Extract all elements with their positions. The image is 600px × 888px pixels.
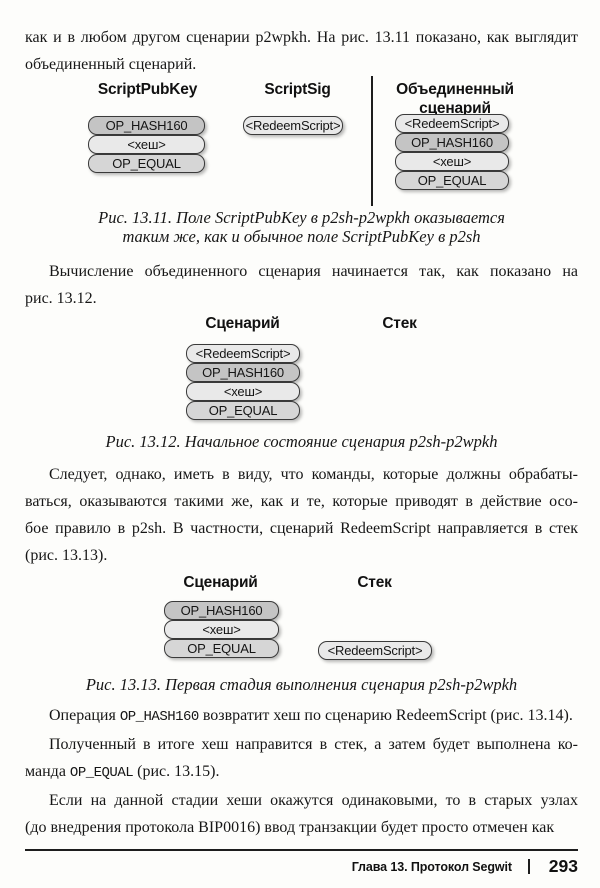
page-footer: Глава 13. Протокол Segwit 293 [0,851,600,877]
inline-code: OP_EQUAL [69,765,134,781]
figure-13-13: Сценарий Стек OP_HASH160<хеш>OP_EQUAL <R… [0,573,600,665]
figure-13-13-caption: Рис. 13.13. Первая стадия выполнения сце… [25,675,578,694]
text-segment: Рис. 13.11. Поле ScriptPubKey в p2sh-p2w… [98,208,505,227]
text-segment: возвратит хеш по сценарию RedeemScript (… [198,707,573,724]
text-segment: Если на данной стадии хеши окажутся один… [49,792,578,809]
text-segment: Следует, однако, иметь в виду, что коман… [49,466,578,483]
figure-13-11-caption: Рис. 13.11. Поле ScriptPubKey в p2sh-p2w… [25,208,578,246]
paragraph-computation: Вычисление объединенного сценария начина… [25,258,578,312]
scriptsig-box-stack: <RedeemScript> [243,116,343,135]
text-line: Если на данной стадии хеши окажутся один… [25,787,578,814]
column-header-scriptpubkey: ScriptPubKey [97,81,198,98]
text-segment: рис. 13.12. [25,290,97,307]
stack-box-stack: <RedeemScript> [318,641,432,660]
script-box-stack: OP_HASH160<хеш>OP_EQUAL [164,601,279,658]
column-header-combined-script: Объединенный сценарий [396,81,514,117]
script-box: <хеш> [88,135,205,154]
page-content: как и в любом другом сценарии p2wpkh. На… [0,24,600,841]
paragraph-op-hash160: Операция OP_HASH160 возвратит хеш по сце… [25,702,578,731]
script-box: <хеш> [164,620,279,639]
text-segment: (до внедрения протокола BIP0016) ввод тр… [25,819,555,836]
text-segment: ваться, оказываются такими же, как и те,… [25,493,578,510]
inline-code: OP_HASH160 [119,709,200,725]
scriptpubkey-box-stack: OP_HASH160<хеш>OP_EQUAL [88,116,205,173]
script-box: OP_EQUAL [186,401,300,420]
script-box: OP_HASH160 [88,116,205,135]
chapter-title: Глава 13. Протокол Segwit [351,859,512,874]
script-box: OP_EQUAL [88,154,205,173]
text-line: Рис. 13.12. Начальное состояние сценария… [25,432,578,451]
paragraph-intro: как и в любом другом сценарии p2wpkh. На… [25,24,578,78]
text-segment: как и в любом другом сценарии p2wpkh. На… [25,29,578,46]
text-segment: Рис. 13.13. Первая стадия выполнения сце… [85,675,518,694]
combined-script-box-stack: <RedeemScript>OP_HASH160<хеш>OP_EQUAL [395,114,509,190]
script-box: OP_EQUAL [395,171,509,190]
text-line: таким же, как и обычное поле ScriptPubKe… [25,227,578,246]
text-line: манда OP_EQUAL (рис. 13.15). [25,758,578,787]
script-box: <RedeemScript> [395,114,509,133]
text-segment: (рис. 13.13). [25,547,108,564]
script-box: OP_HASH160 [186,363,300,382]
script-box: OP_HASH160 [395,133,509,152]
figure-13-12-caption: Рис. 13.12. Начальное состояние сценария… [25,432,578,451]
column-divider-line [371,76,373,206]
text-segment: Рис. 13.12. Начальное состояние сценария… [105,432,498,451]
text-line: объединенный сценарий. [25,51,578,78]
text-segment: манда [25,763,70,780]
column-header-scriptsig: ScriptSig [264,81,331,98]
text-line: ваться, оказываются такими же, как и те,… [25,488,578,515]
text-line: Полученный в итоге хеш направится в стек… [25,731,578,758]
script-box: <RedeemScript> [243,116,343,135]
script-box: <хеш> [186,382,300,401]
text-segment: Операция [49,707,120,724]
paragraph-commands: Следует, однако, иметь в виду, что коман… [25,461,578,569]
text-segment: Полученный в итоге хеш направится в стек… [49,736,578,753]
figure-13-11: ScriptPubKey ScriptSig Объединенный сцен… [0,76,600,206]
text-segment: бое правило в p2sh. В частности, сценари… [25,520,578,537]
paragraph-op-equal: Полученный в итоге хеш направится в стек… [25,731,578,787]
script-box-stack: <RedeemScript>OP_HASH160<хеш>OP_EQUAL [186,344,300,420]
column-header-stack: Стек [382,315,417,332]
text-line: Вычисление объединенного сценария начина… [25,258,578,285]
text-line: (рис. 13.13). [25,542,578,569]
page-number: 293 [548,856,578,876]
text-segment: объединенный сценарий. [25,56,197,73]
text-line: (до внедрения протокола BIP0016) ввод тр… [25,814,578,841]
paragraph-old-nodes: Если на данной стадии хеши окажутся один… [25,787,578,841]
column-header-script: Сценарий [205,315,280,332]
text-segment: Вычисление объединенного сценария начина… [49,263,578,280]
script-box: <хеш> [395,152,509,171]
text-line: как и в любом другом сценарии p2wpkh. На… [25,24,578,51]
text-line: Следует, однако, иметь в виду, что коман… [25,461,578,488]
column-header-stack: Стек [357,574,392,591]
footer-divider [528,859,530,874]
column-header-script: Сценарий [183,574,258,591]
figure-13-12: Сценарий Стек <RedeemScript>OP_HASH160<х… [0,314,600,426]
text-line: рис. 13.12. [25,285,578,312]
script-box: OP_EQUAL [164,639,279,658]
text-line: Рис. 13.11. Поле ScriptPubKey в p2sh-p2w… [25,208,578,227]
text-segment: (рис. 13.15). [133,763,220,780]
script-box: OP_HASH160 [164,601,279,620]
text-line: Рис. 13.13. Первая стадия выполнения сце… [25,675,578,694]
text-segment: таким же, как и обычное поле ScriptPubKe… [122,227,481,246]
footer-rule [25,849,578,851]
script-box: <RedeemScript> [318,641,432,660]
text-line: бое правило в p2sh. В частности, сценари… [25,515,578,542]
text-line: Операция OP_HASH160 возвратит хеш по сце… [25,702,578,731]
script-box: <RedeemScript> [186,344,300,363]
